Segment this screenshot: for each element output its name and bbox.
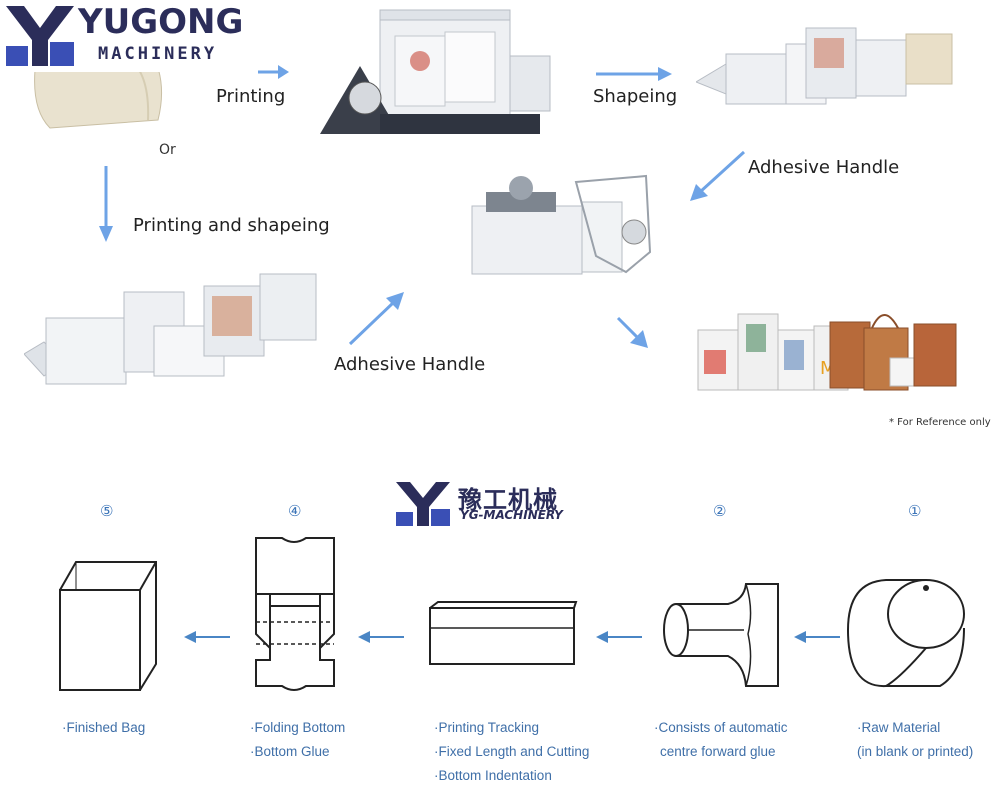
reference-note: * For Reference only bbox=[889, 417, 991, 428]
arrow-to-bags bbox=[616, 316, 648, 348]
yugong-logo: YUGONG MACHINERY bbox=[0, 0, 250, 72]
printing-shaping-machine-image bbox=[24, 273, 317, 385]
logo-sub-text: MACHINERY bbox=[98, 44, 218, 64]
finished-bag-drawing bbox=[59, 561, 157, 691]
step-3-description: ·Printing Tracking ·Fixed Length and Cut… bbox=[434, 716, 589, 788]
logo-brand-text: YUGONG bbox=[78, 2, 244, 42]
folding-bottom-drawing bbox=[255, 537, 335, 691]
arrow-to-shapeing bbox=[596, 67, 672, 81]
arrow-down-printing-shapeing bbox=[99, 166, 113, 242]
step-arrow-4-to-5 bbox=[184, 631, 230, 643]
step-2-line-2: centre forward glue bbox=[660, 744, 776, 759]
step-5-line-1: ·Finished Bag bbox=[62, 720, 146, 735]
tube-forming-drawing bbox=[663, 583, 779, 687]
raw-paper-roll-drawing bbox=[846, 579, 965, 688]
arrow-adhesive-handle-right bbox=[690, 150, 746, 201]
label-shapeing: Shapeing bbox=[593, 86, 678, 107]
step-3-line-3: ·Bottom Indentation bbox=[434, 768, 552, 783]
printing-machine-image bbox=[320, 9, 551, 134]
paper-tube-drawing bbox=[429, 601, 578, 665]
step-2-description: ·Consists of automatic centre forward gl… bbox=[654, 716, 788, 764]
step-number-2: ② bbox=[713, 502, 727, 520]
step-2-line-1: ·Consists of automatic bbox=[654, 720, 788, 735]
finished-bags-image: M bbox=[697, 313, 957, 391]
step-1-description: ·Raw Material (in blank or printed) bbox=[857, 716, 973, 764]
step-1-line-2: (in blank or printed) bbox=[857, 744, 974, 759]
step-number-1: ① bbox=[908, 502, 922, 520]
step-5-description: ·Finished Bag bbox=[62, 716, 145, 740]
handle-machine-image bbox=[471, 174, 652, 275]
step-3-line-1: ·Printing Tracking bbox=[434, 720, 540, 735]
label-adhesive-handle-right: Adhesive Handle bbox=[748, 157, 900, 178]
arrow-to-printing bbox=[258, 65, 289, 79]
step-1-line-1: ·Raw Material bbox=[857, 720, 941, 735]
step-4-line-2: ·Bottom Glue bbox=[250, 744, 330, 759]
label-or: Or bbox=[159, 142, 176, 158]
label-adhesive-handle-left: Adhesive Handle bbox=[334, 354, 486, 375]
logo2-en-text: YG-MACHINERY bbox=[460, 508, 563, 522]
yg-machinery-logo: 豫工机械 YG-MACHINERY bbox=[396, 482, 566, 526]
step-arrow-1-to-2 bbox=[794, 631, 840, 643]
step-number-5: ⑤ bbox=[100, 502, 114, 520]
label-printing: Printing bbox=[216, 86, 286, 107]
logo2-cn-text: 豫工机械 bbox=[458, 486, 558, 514]
step-arrow-2-to-3 bbox=[596, 631, 642, 643]
step-arrow-3-to-4 bbox=[358, 631, 404, 643]
logo-emblem-icon bbox=[6, 6, 74, 66]
bag-shaping-machine-image bbox=[696, 27, 953, 105]
step-3-line-2: ·Fixed Length and Cutting bbox=[434, 744, 590, 759]
step-4-description: ·Folding Bottom ·Bottom Glue bbox=[250, 716, 345, 764]
step-4-line-1: ·Folding Bottom bbox=[250, 720, 346, 735]
label-printing-and-shapeing: Printing and shapeing bbox=[133, 215, 330, 236]
arrow-adhesive-handle-left bbox=[348, 292, 404, 346]
logo2-emblem-icon bbox=[396, 482, 450, 526]
step-number-4: ④ bbox=[288, 502, 302, 520]
